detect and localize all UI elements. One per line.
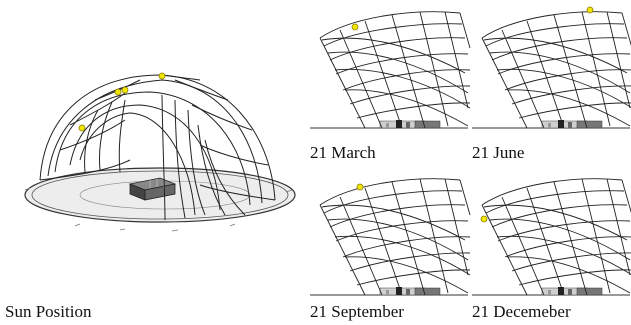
sun-markers <box>78 72 166 132</box>
sun-path-dome <box>39 74 276 221</box>
panel-march <box>309 11 471 129</box>
panel-june <box>471 6 631 129</box>
label-21-march: 21 March <box>310 143 376 162</box>
label-sun-position: Sun Position <box>5 302 92 321</box>
sun-icon <box>114 88 122 96</box>
sun-icon <box>480 215 488 223</box>
label-21-december: 21 Decemeber <box>472 302 571 321</box>
sun-icon <box>356 183 364 191</box>
sun-icon <box>586 6 594 14</box>
label-21-september: 21 September <box>310 302 404 321</box>
sun-icon <box>78 124 86 132</box>
label-21-june: 21 June <box>472 143 525 162</box>
ground-ring <box>31 170 289 220</box>
sun-icon <box>351 23 359 31</box>
sun-icon <box>158 72 166 80</box>
sun-icon <box>121 86 129 94</box>
sun-position-figure <box>24 72 296 232</box>
panel-december <box>471 178 631 296</box>
panel-september <box>309 178 471 296</box>
ground-ticks <box>24 187 293 232</box>
